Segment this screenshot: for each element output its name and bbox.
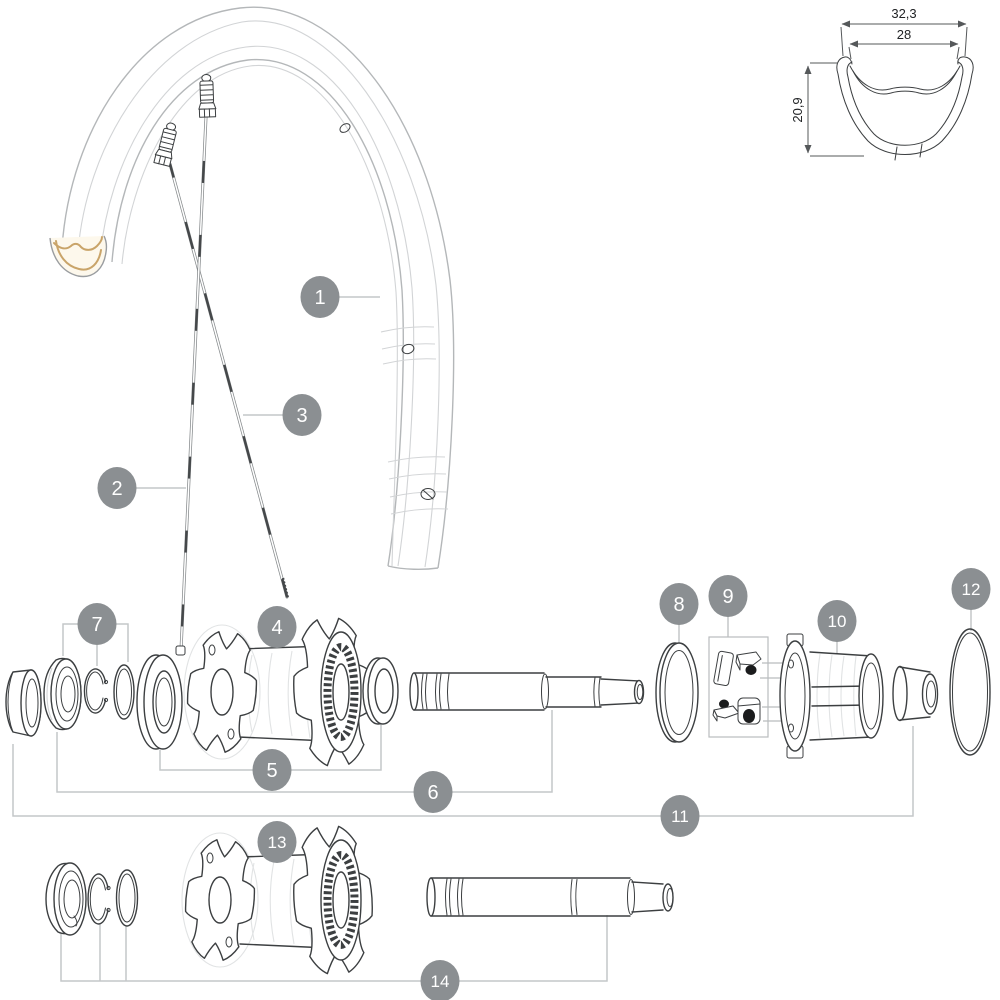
callout-2: 2 — [97, 467, 137, 509]
seal-cup-front — [43, 657, 82, 731]
svg-text:14: 14 — [431, 972, 450, 991]
svg-text:3: 3 — [296, 405, 307, 427]
leader-line-14 — [60, 914, 608, 982]
o-ring-front — [113, 664, 135, 720]
callout-10: 10 — [817, 600, 857, 642]
svg-text:4: 4 — [271, 617, 282, 639]
svg-text:9: 9 — [722, 586, 733, 608]
pawl-spring-plate — [713, 650, 734, 686]
spoke-head — [175, 645, 186, 656]
front-hub-shell — [182, 616, 377, 767]
dim-inner-width: 28 — [848, 27, 960, 60]
pawl-kit-box — [708, 636, 786, 738]
svg-text:2: 2 — [111, 478, 122, 500]
dim-outer-width: 32,3 — [840, 6, 968, 57]
rear-hub-shell — [180, 824, 377, 975]
axle-end-cap — [892, 665, 939, 722]
pawl-bottom-right — [737, 697, 761, 725]
seal-cup-rear — [45, 862, 87, 936]
callout-12: 12 — [951, 568, 991, 610]
rim-decal-band — [380, 326, 449, 515]
ratchet-ring-rear — [320, 839, 362, 961]
spoke-3 — [168, 162, 290, 599]
end-cap-small — [5, 669, 42, 737]
snap-ring-front — [83, 668, 109, 714]
callout-4: 4 — [257, 606, 297, 648]
spoke-nipple-right — [198, 74, 217, 118]
callout-5: 5 — [252, 749, 292, 791]
spoke-hole — [339, 123, 436, 500]
o-ring-large — [949, 628, 991, 756]
dim-label-outer-width: 32,3 — [891, 6, 916, 21]
bearing-front-right — [362, 657, 399, 725]
rim-section-bead-channel — [849, 65, 961, 91]
callout-6: 6 — [413, 771, 453, 813]
rim-outer-edge — [61, 6, 455, 569]
callout-8: 8 — [659, 583, 699, 625]
rim-cut-end — [49, 235, 108, 278]
leader-line-11 — [12, 726, 914, 817]
o-ring-rear — [115, 869, 139, 927]
svg-text:1: 1 — [314, 287, 325, 309]
rear-axle — [426, 877, 674, 917]
svg-text:10: 10 — [828, 612, 847, 631]
rim-section-outer — [836, 56, 974, 155]
callout-7: 7 — [77, 603, 117, 645]
rim-section-inner — [844, 56, 964, 146]
wheel-rim-drawing — [49, 6, 455, 571]
axle-seal-ring — [655, 642, 699, 743]
snap-ring-rear — [87, 873, 111, 925]
callout-13: 13 — [257, 821, 297, 863]
svg-text:12: 12 — [962, 580, 981, 599]
front-axle — [409, 672, 645, 711]
svg-text:13: 13 — [268, 833, 287, 852]
bearing-front-left — [136, 654, 183, 750]
dim-label-depth: 20,9 — [790, 97, 805, 122]
rim-section-hatch — [894, 143, 923, 161]
dim-depth: 20,9 — [790, 62, 864, 157]
spoke-nipple-left — [153, 122, 177, 167]
svg-text:8: 8 — [673, 594, 684, 616]
leader-line-6 — [56, 710, 553, 793]
rim-cross-section-drawing: 32,3 28 20,9 — [790, 6, 974, 161]
rim-inner-edge — [111, 58, 404, 567]
spoke-2 — [175, 115, 208, 656]
freehub-body — [779, 633, 884, 759]
svg-text:6: 6 — [427, 782, 438, 804]
svg-text:5: 5 — [266, 760, 277, 782]
ratchet-ring-front — [320, 631, 362, 753]
callout-9: 9 — [708, 575, 748, 617]
callout-11: 11 — [660, 795, 700, 837]
callout-14: 14 — [420, 960, 460, 1000]
svg-text:7: 7 — [91, 614, 102, 636]
callout-1: 1 — [300, 276, 340, 318]
dim-label-inner-width: 28 — [897, 27, 911, 42]
callout-3: 3 — [282, 394, 322, 436]
pawl-bottom-left — [712, 699, 740, 722]
svg-text:11: 11 — [671, 807, 689, 826]
pawl-top — [735, 651, 762, 675]
